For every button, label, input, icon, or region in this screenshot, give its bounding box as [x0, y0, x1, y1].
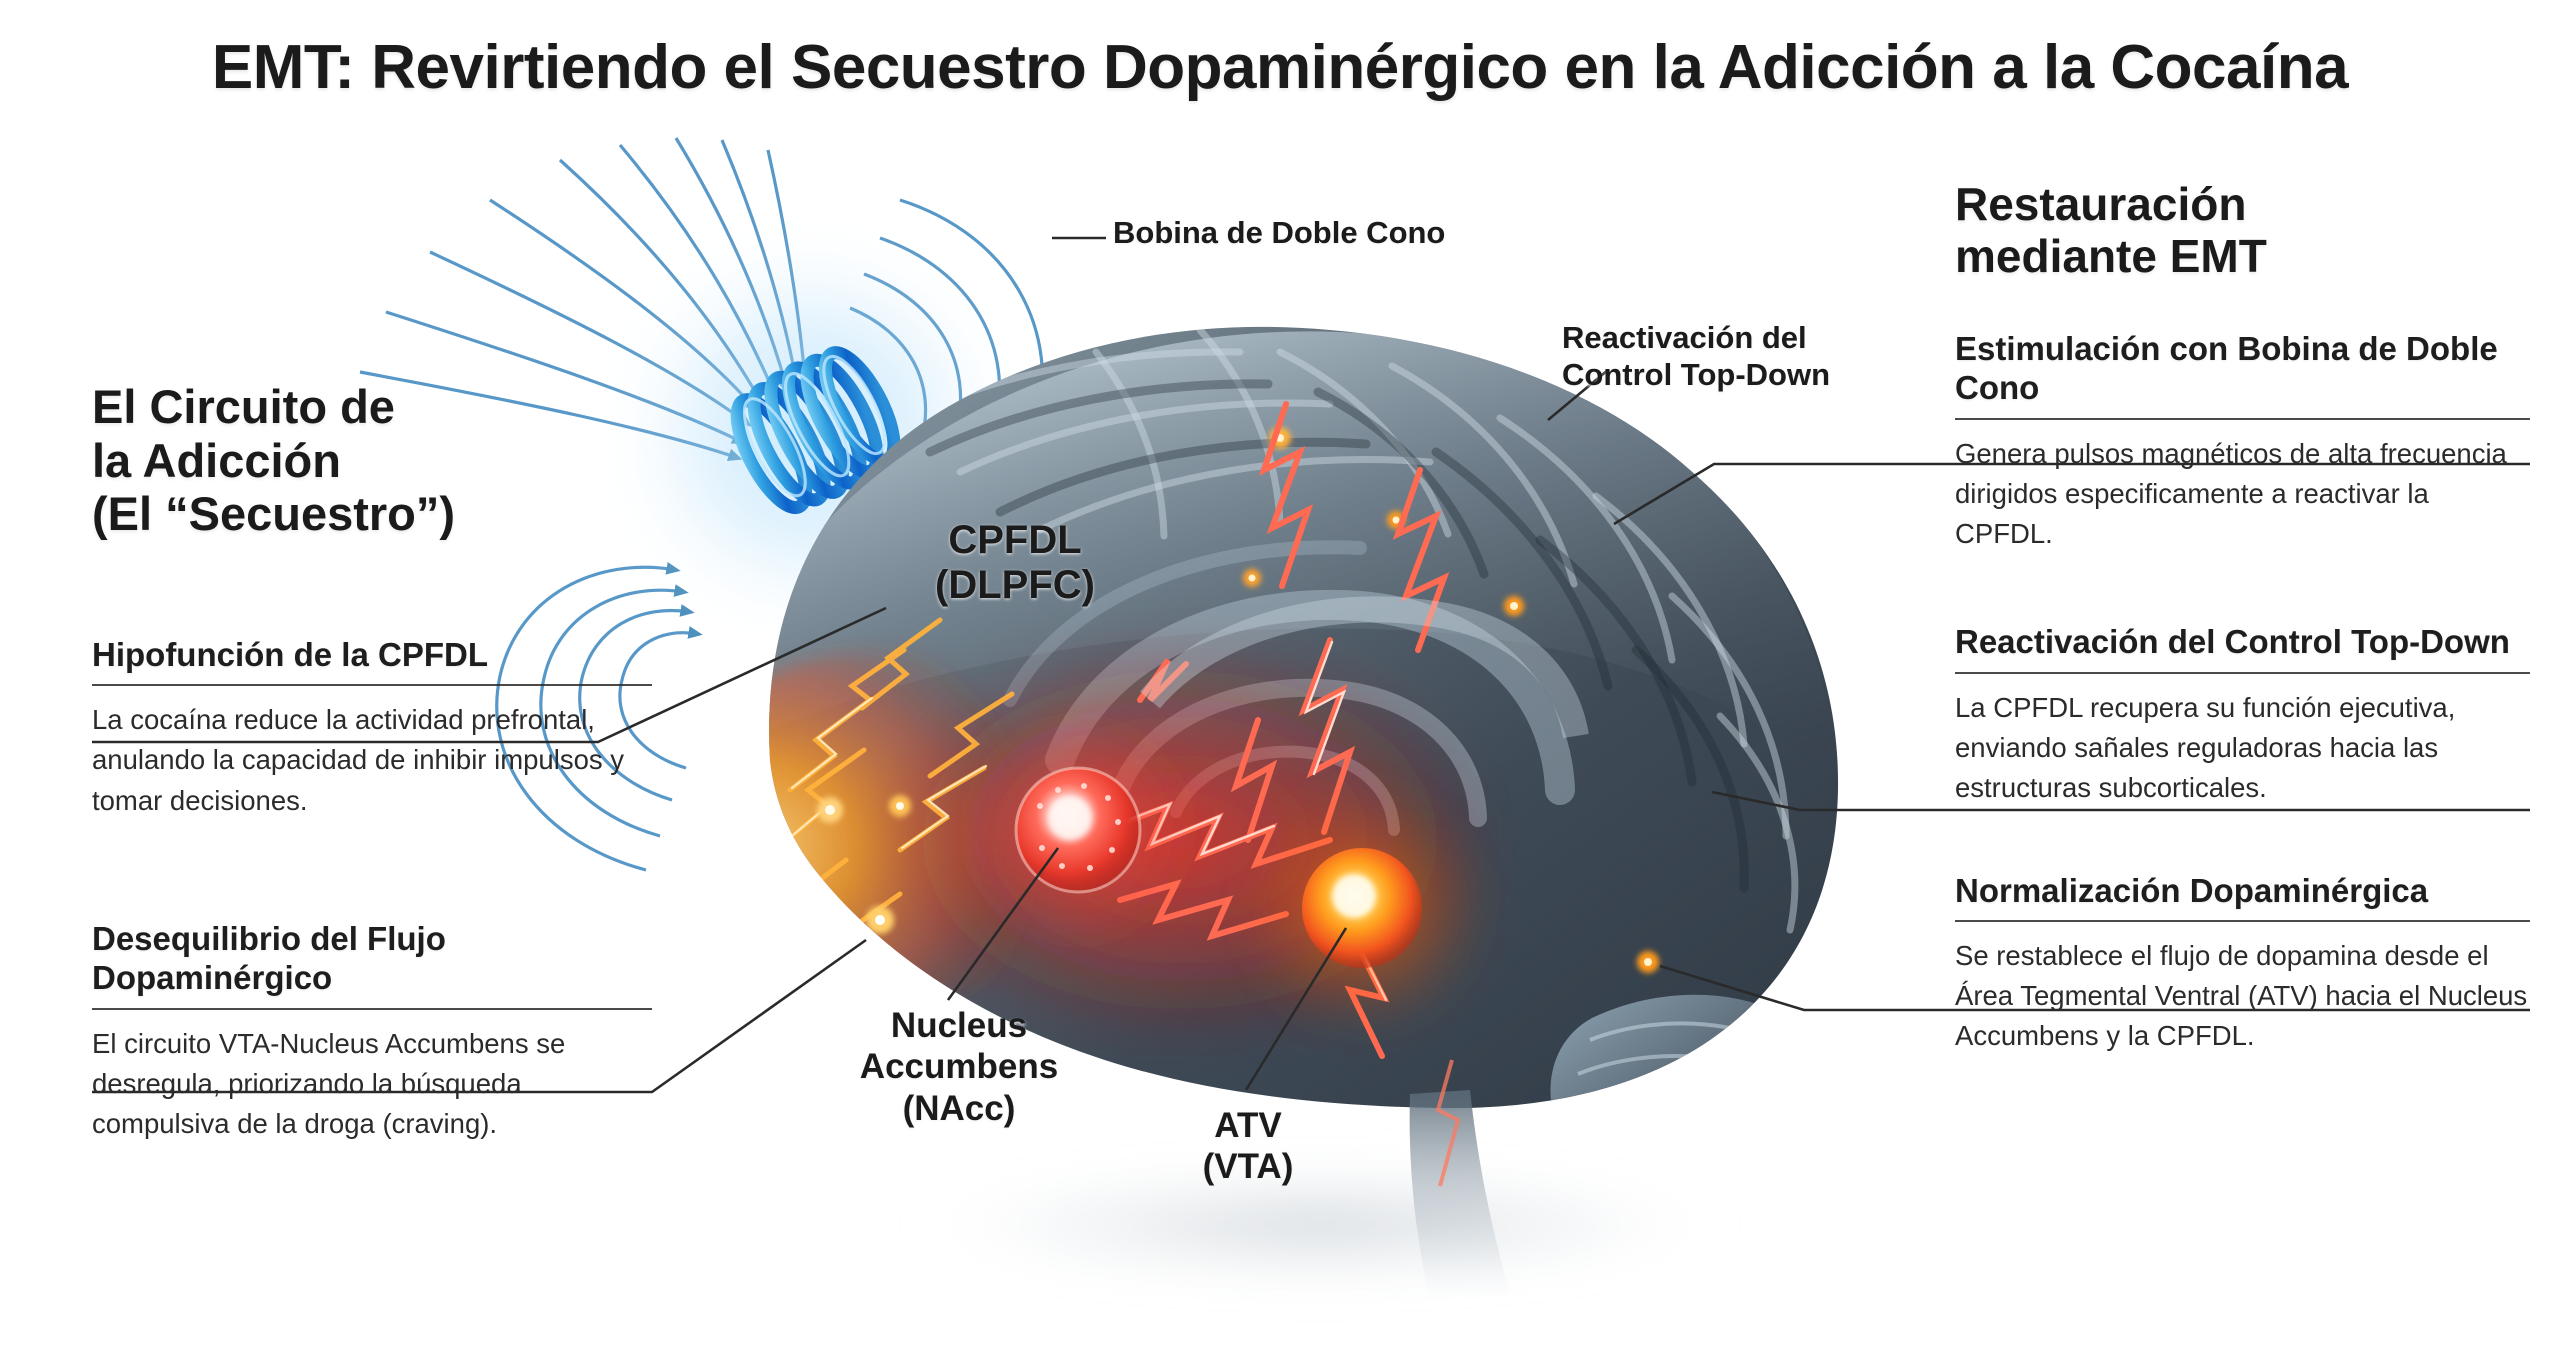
right-item-estimulacion-title: Estimulación con Bobina de Doble Cono — [1955, 329, 2498, 407]
frontal-lightning — [769, 617, 1015, 983]
leader-nacc — [946, 847, 1060, 1001]
callout-nacc-line1: Nucleus — [890, 1006, 1028, 1045]
callout-atv-line1: ATV — [1214, 1106, 1282, 1145]
left-column-heading: El Circuito de la Adicción (El “Secuestr… — [92, 380, 652, 541]
right-heading-line2: mediante EMT — [1955, 230, 2267, 283]
brainstem — [1409, 1090, 1512, 1300]
callout-atv: ATV (VTA) — [1168, 1105, 1328, 1188]
right-item-reactivacion-title: Reactivación del Control Top-Down — [1955, 623, 2510, 661]
callout-top-down: Reactivación del Control Top-Down — [1562, 320, 1830, 393]
left-heading-line3: (El “Secuestro”) — [92, 487, 456, 541]
right-item-estimulacion-divider — [1955, 418, 2530, 421]
vta-node — [1236, 782, 1488, 1034]
left-item-desequilibrio-body: El circuito VTA-Nucleus Accumbens se des… — [92, 1027, 566, 1140]
leader-atv — [1244, 927, 1348, 1091]
callout-coil: Bobina de Doble Cono — [1113, 215, 1446, 250]
page-title: EMT: Revirtiendo el Secuestro Dopaminérg… — [211, 33, 2349, 102]
right-item-normalizacion-title: Normalización Dopaminérgica — [1955, 871, 2429, 909]
left-item-desequilibrio: Desequilibrio del Flujo Dopaminérgico El… — [92, 919, 652, 1145]
left-item-hipofuncion-body: La cocaína reduce la actividad prefronta… — [92, 704, 625, 816]
left-item-hipofuncion-divider — [92, 684, 652, 687]
left-heading-line1: El Circuito de — [92, 380, 395, 433]
callout-top-down-line1: Reactivación del — [1562, 320, 1807, 355]
left-column: El Circuito de la Adicción (El “Secuestr… — [92, 380, 652, 1144]
left-item-desequilibrio-title: Desequilibrio del Flujo Dopaminérgico — [92, 919, 446, 997]
callout-atv-line2: (VTA) — [1202, 1147, 1294, 1187]
right-column: Restauración mediante EMT Estimulación c… — [1955, 178, 2530, 1057]
callout-nacc-line3: (NAcc) — [902, 1088, 1016, 1128]
callout-cpfdl: CPFDL (DLPFC) — [900, 518, 1130, 608]
right-item-normalizacion-divider — [1955, 920, 2530, 923]
callout-cpfdl-line2: (DLPFC) — [935, 562, 1095, 607]
left-item-hipofuncion-title: Hipofunción de la CPFDL — [92, 635, 488, 673]
callout-top-down-line2: Control Top-Down — [1562, 356, 1831, 392]
nacc-node — [958, 710, 1198, 950]
left-heading-line2: la Adicción — [92, 433, 341, 487]
right-column-heading: Restauración mediante EMT — [1955, 178, 2530, 283]
left-item-desequilibrio-divider — [92, 1007, 652, 1010]
right-item-reactivacion-divider — [1955, 672, 2530, 675]
right-item-normalizacion: Normalización Dopaminérgica Se restablec… — [1955, 871, 2530, 1057]
right-item-normalizacion-body: Se restablece el flujo de dopamina desde… — [1955, 940, 2528, 1052]
callout-cpfdl-line1: CPFDL — [948, 518, 1082, 562]
midbrain-lightning — [1107, 401, 1450, 1059]
right-item-reactivacion: Reactivación del Control Top-Down La CPF… — [1955, 622, 2530, 808]
spark-nodes — [817, 427, 1659, 973]
right-item-reactivacion-body: La CPFDL recupera su función ejecutiva, … — [1955, 692, 2456, 804]
right-item-estimulacion: Estimulación con Bobina de Doble Cono Ge… — [1955, 329, 2530, 555]
double-cone-coil-icon — [730, 346, 901, 515]
left-item-hipofuncion: Hipofunción de la CPFDL La cocaína reduc… — [92, 635, 652, 821]
right-heading-line1: Restauración — [1955, 178, 2247, 230]
callout-nacc-line2: Accumbens — [859, 1047, 1059, 1087]
right-item-estimulacion-body: Genera pulsos magnéticos de alta frecuen… — [1955, 438, 2507, 550]
callout-nacc: Nucleus Accumbens (NAcc) — [834, 1005, 1084, 1129]
